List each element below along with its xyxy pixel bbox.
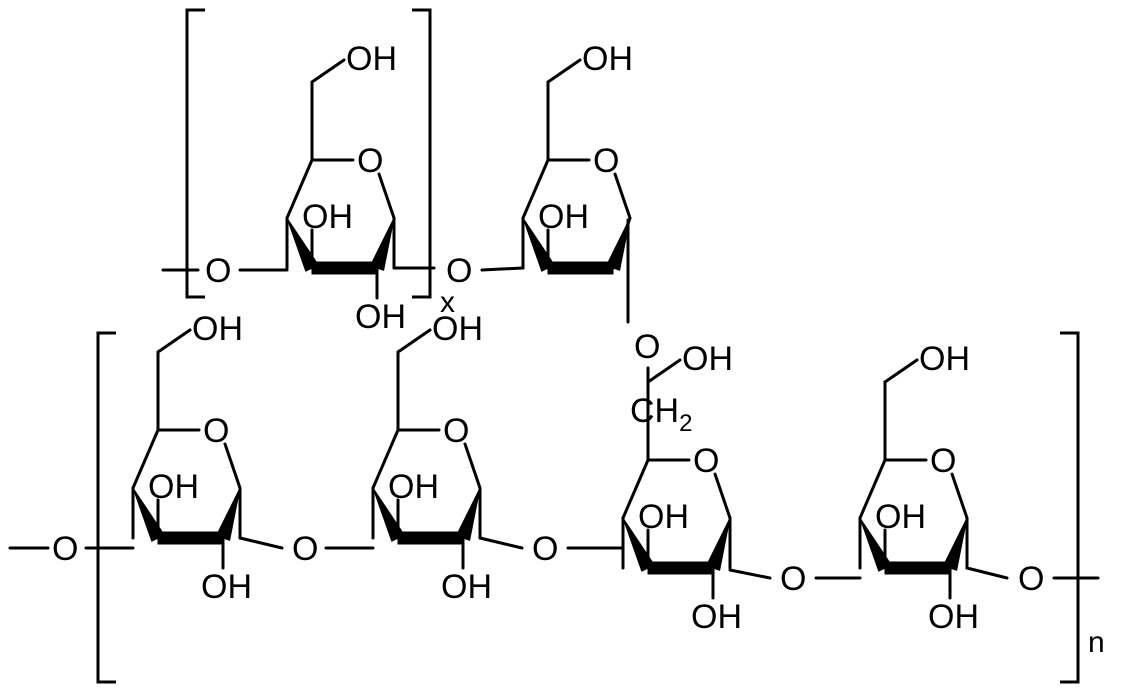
ring-e-wedge xyxy=(622,517,655,572)
ring-d-ring-oxygen: O xyxy=(443,412,469,450)
repeat-bracket-n-left xyxy=(96,331,116,684)
repeat-bracket-x-right xyxy=(412,8,432,299)
ring-d-bond xyxy=(463,442,482,490)
bridge-oxygen-bottom-left: O xyxy=(52,530,78,568)
ring-b-ring-oxygen: O xyxy=(593,142,619,180)
ring-c-bond xyxy=(131,428,160,490)
ring-e-front-bond xyxy=(647,561,714,575)
ring-e-bond xyxy=(621,458,650,520)
linkage-bond xyxy=(238,536,284,550)
methylene-subscript: 2 xyxy=(679,410,692,437)
ring-a-front-bond xyxy=(311,261,378,275)
bridge-oxygen-branch: O xyxy=(634,328,660,366)
ring-b-bond xyxy=(521,158,550,220)
ring-a-wedge xyxy=(286,217,319,272)
ring-f-bond xyxy=(883,358,919,384)
ring-f-oh-3: OH xyxy=(875,498,926,536)
ring-f-ring-oxygen: O xyxy=(930,442,956,480)
ring-c-oh-6: OH xyxy=(192,310,243,348)
ring-c-bond xyxy=(156,328,192,354)
ring-f-wedge xyxy=(859,517,892,572)
ring-a-ring-oxygen: O xyxy=(357,142,383,180)
bridge-oxygen-top-mid: O xyxy=(446,252,472,290)
bridge-oxygen-bottom-right: O xyxy=(1018,560,1044,598)
ring-a-bond xyxy=(377,172,396,220)
bridge-oxygen-top-left: O xyxy=(205,252,231,290)
ring-d-oh-3: OH xyxy=(388,468,439,506)
ring-b-wedge xyxy=(522,217,555,272)
ring-c-oh-3: OH xyxy=(148,468,199,506)
ring-f-bond xyxy=(858,458,887,520)
atom-labels: OHOOHOHOHOOHOHOOHOHOHOOHOHOHOOHOHOHOOHOH… xyxy=(52,40,1105,659)
ring-c-ring-oxygen: O xyxy=(203,412,229,450)
methylene-ch: CH xyxy=(630,392,679,430)
repeat-index-n: n xyxy=(1088,626,1105,659)
ring-f-oh-6: OH xyxy=(919,340,970,378)
ring-a-oh-6: OH xyxy=(346,40,397,78)
ring-f-oh-2: OH xyxy=(928,598,979,636)
ring-a-oh-3: OH xyxy=(302,198,353,236)
ring-f-bond xyxy=(950,472,969,520)
ring-b-oh-3: OH xyxy=(538,198,589,236)
bridge-oxygen-c-d: O xyxy=(292,530,318,568)
ring-e-ring-oxygen: O xyxy=(693,442,719,480)
ring-c-oh-2: OH xyxy=(201,568,252,606)
ring-e-oh-3: OH xyxy=(638,498,689,536)
linkage-bond xyxy=(965,566,1009,580)
wedge-bonds xyxy=(132,217,968,575)
ring-d-oh-6: OH xyxy=(432,310,483,348)
repeat-bracket-n-right xyxy=(1060,331,1080,684)
ring-e-bond xyxy=(713,472,732,520)
ring-d-front-bond xyxy=(397,531,464,545)
bridge-oxygen-e-f: O xyxy=(780,560,806,598)
ring-f-front-bond xyxy=(884,561,951,575)
ring-d-wedge xyxy=(372,487,405,542)
ring-c-wedge xyxy=(132,487,165,542)
ring-e-oh-2: OH xyxy=(691,598,742,636)
ring-b-oh-6: OH xyxy=(582,40,633,78)
ring-d-bond xyxy=(396,328,432,354)
ring-d-bond xyxy=(371,428,400,490)
ring-a-bond xyxy=(310,58,346,84)
linkage-bond xyxy=(728,568,772,580)
repeat-index-x: x xyxy=(440,286,455,319)
ring-b-bond xyxy=(613,172,632,220)
ring-a-oh-2: OH xyxy=(355,298,406,336)
ring-c-bond xyxy=(223,442,242,490)
ring-d-oh-2: OH xyxy=(441,568,492,606)
ring-a-bond xyxy=(285,158,314,220)
ring-e-oh-6: OH xyxy=(682,340,733,378)
ring-b-bond xyxy=(546,58,582,84)
methylene-label: CH2 xyxy=(630,392,692,437)
bridge-oxygen-d-e: O xyxy=(532,530,558,568)
ring-c-front-bond xyxy=(157,531,224,545)
bond-lines xyxy=(8,58,1100,600)
ring-e-bond xyxy=(646,358,682,384)
ring-b-front-bond xyxy=(547,261,614,275)
linkage-bond xyxy=(478,536,524,550)
linkage-bond xyxy=(480,266,525,272)
repeat-bracket-x-left xyxy=(185,8,205,299)
